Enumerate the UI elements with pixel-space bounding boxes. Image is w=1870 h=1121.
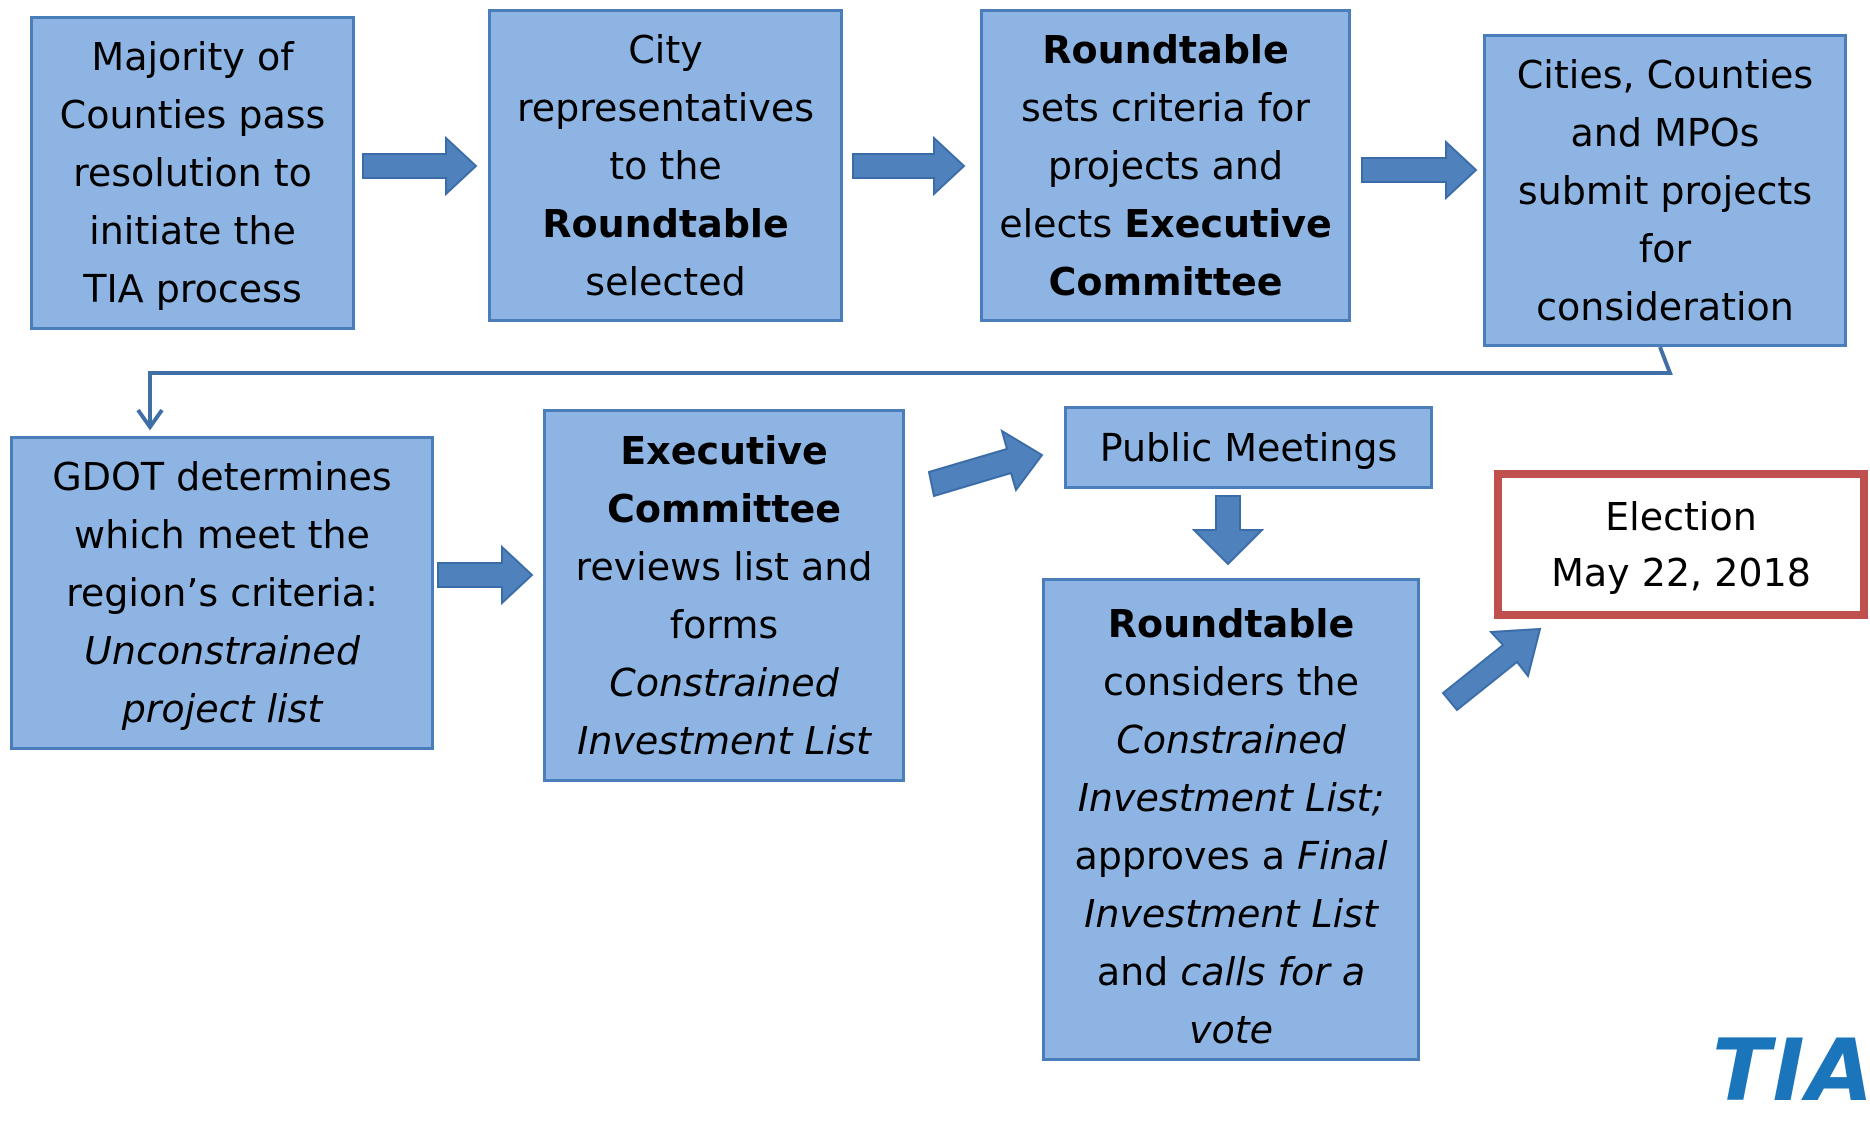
text-line: Committee <box>606 486 842 531</box>
text-line: Investment List; <box>1077 776 1385 820</box>
text-fragment: elects <box>999 201 1125 246</box>
text-fragment: Final <box>1297 834 1388 878</box>
text-line: projects and <box>1047 143 1284 188</box>
box-gdot-determines: GDOT determines which meet the region’s … <box>10 436 434 750</box>
text-line: for <box>1638 226 1692 271</box>
text-line: submit projects <box>1517 168 1813 213</box>
arrow-up-right-icon <box>1441 627 1542 712</box>
text-line: considers the <box>1103 660 1359 704</box>
text-line: elects Executive <box>999 195 1332 253</box>
arrow-right-icon <box>1361 139 1478 201</box>
text-line: TIA process <box>83 267 302 311</box>
text-line: reviews list and <box>575 544 873 589</box>
text-fragment: approves a <box>1074 834 1298 878</box>
text-line: Election <box>1605 494 1757 539</box>
text-line: City <box>628 27 703 72</box>
connector-line <box>148 346 1673 425</box>
text-line: approves a Final <box>1074 827 1387 885</box>
box-roundtable-final: Roundtable considers the Constrained Inv… <box>1042 578 1420 1061</box>
arrow-up-right-icon <box>927 428 1044 498</box>
box-public-meetings: Public Meetings <box>1064 406 1433 489</box>
text-fragment: calls for a <box>1180 950 1366 994</box>
text-line: Roundtable <box>1042 27 1289 72</box>
text-line: consideration <box>1536 284 1794 329</box>
arrow-right-icon <box>852 135 966 197</box>
text-line: selected <box>585 259 746 304</box>
text-line: Investment List <box>1084 892 1378 936</box>
text-line: Constrained <box>609 660 839 705</box>
text-line: GDOT determines <box>52 455 392 499</box>
text-line: Counties pass <box>59 93 326 137</box>
text-fragment: Executive <box>1124 201 1332 246</box>
text-line: Constrained <box>1116 718 1346 762</box>
text-line: Cities, Counties <box>1516 52 1814 97</box>
arrow-right-icon <box>362 135 478 197</box>
text-line: to the <box>609 143 722 188</box>
text-line: Unconstrained <box>84 629 360 673</box>
text-line: and calls for a <box>1097 943 1365 1001</box>
text-line: Public Meetings <box>1099 425 1398 470</box>
text-fragment: and <box>1096 950 1181 994</box>
arrow-down-icon <box>1191 495 1265 566</box>
text-line: Investment List <box>577 718 871 763</box>
text-line: sets criteria for <box>1020 85 1311 130</box>
text-line: May 22, 2018 <box>1551 550 1811 595</box>
box-counties-resolution: Majority of Counties pass resolution to … <box>30 16 355 330</box>
box-election: Election May 22, 2018 <box>1494 470 1868 619</box>
text-line: forms <box>669 602 779 647</box>
text-line: initiate the <box>89 209 296 253</box>
text-line: Roundtable <box>542 201 789 246</box>
text-line: Majority of <box>91 35 294 79</box>
text-line: Committee <box>1048 259 1283 304</box>
box-executive-committee: Executive Committee reviews list and for… <box>543 409 905 782</box>
flow-arrows <box>136 135 1673 712</box>
text-line: Executive <box>620 428 828 473</box>
text-line: representatives <box>516 85 815 130</box>
text-line: which meet the <box>74 513 370 557</box>
text-line: region’s criteria: <box>66 571 378 615</box>
text-line: resolution to <box>73 151 312 195</box>
tia-logo: TIA <box>1712 1021 1870 1121</box>
box-roundtable-criteria: Roundtable sets criteria for projects an… <box>980 9 1351 322</box>
text-line: vote <box>1188 1008 1273 1052</box>
connector-arrowhead-icon <box>136 408 164 431</box>
text-line: project list <box>121 687 323 731</box>
text-line: and MPOs <box>1570 110 1760 155</box>
box-city-representatives: City representatives to the Roundtable s… <box>488 9 843 322</box>
box-submit-projects: Cities, Counties and MPOs submit project… <box>1483 34 1847 347</box>
arrow-right-icon <box>437 544 534 606</box>
text-line: Roundtable <box>1107 602 1355 646</box>
